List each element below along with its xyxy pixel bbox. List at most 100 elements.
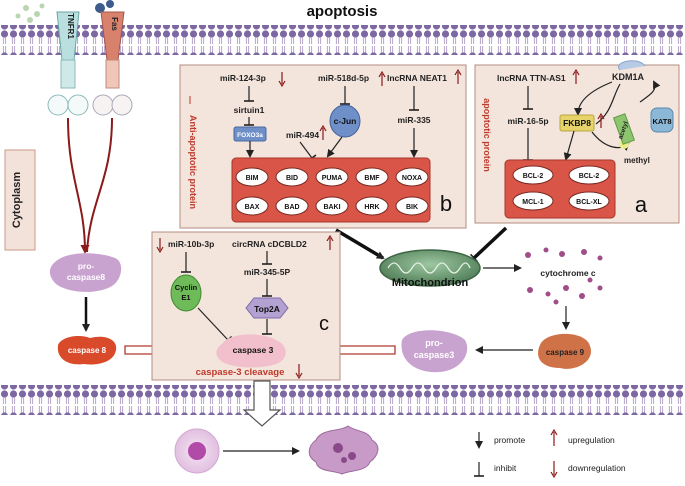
kdm1a-label: KDM1A [612,72,645,82]
cytochrome-dots [525,247,603,305]
mir124-label: miR-124-3p [220,73,266,83]
panel-a-protein-0: BCL-2 [512,165,554,185]
neat1-label: lncRNA NEAT1 [387,73,447,83]
panel-b-proteins-row2: BAX BAD BAKI HRK BIK [235,196,429,216]
fkbp8-label: FKBP8 [563,118,591,128]
panel-b-protein-hrk-label: HRK [364,204,379,211]
panel-b-protein-bax-label: BAX [245,204,260,211]
mir16-label: miR-16-5p [507,116,548,126]
cjun-to-puma-arrow [326,136,343,158]
neat1-up-arrow [454,68,462,84]
cell-membrane-bottom [0,385,685,415]
kdm1a-shape [617,60,646,71]
cyclin-line2: E1 [181,293,190,302]
tnfr1-to-procaspase8-arrow [67,117,90,254]
panel-b-protein-baki: BAKI [315,196,349,216]
circ-up-arrow [326,234,334,250]
cjun-node [329,104,361,138]
mir10b-label: miR-10b-3p [168,239,214,249]
apoptosis-output-arrow [242,380,282,427]
panel-b-protein-bax: BAX [235,196,269,216]
top2a-label: Top2A [254,304,280,314]
cytoplasm-box [4,149,36,251]
fas-receptor: Fas [92,0,133,116]
mir10b-down-arrow [156,238,164,254]
panel-b-letter: b [440,191,452,216]
mir124-down-arrow [278,72,286,88]
legend-inhibit: inhibit [494,463,517,473]
mitochondrion-shape [379,249,481,287]
mir518-label: miR-518d-5p [318,73,369,83]
cytochrome-label: cytochrome c [540,268,596,278]
panel-b-to-mito-arrow [335,228,385,260]
cyclin-e1-node [170,274,202,312]
legend-up: upregulation [568,435,615,445]
caspase3-cleavage-label: caspase-3 cleavage [196,367,285,378]
fkbp8-kdm1a-link [595,83,621,125]
panel-b-protein-noxa-label: NOXA [402,175,422,182]
cyclin-inhibits-caspase3 [197,307,233,345]
caspase3-blob [216,334,286,368]
caspase9-label: caspase 9 [546,348,585,357]
fas-to-procaspase8-arrow [86,117,113,253]
circ-label: circRNA cDCBLD2 [232,239,307,249]
panel-a-inhibits-mito [469,226,508,263]
panel-b-protein-puma-label: PUMA [322,175,343,182]
panel-b-protein-bad: BAD [275,196,309,216]
legend-promote: promote [494,435,525,445]
kdm1a-to-fkbp8-arrow [574,81,613,116]
panel-b-proteins-row1: BIM BID PUMA BMF NOXA [235,167,429,187]
tnfr1-receptor: TNFR1 [47,11,89,116]
mitochondrion-label: Mitochondrion [392,277,469,289]
procaspase3-line2: caspase3 [414,350,455,360]
panel-b-protein-baki-label: BAKI [323,204,340,211]
caspase8-blob [57,336,117,365]
panel-b-protein-bmf: BMF [355,167,389,187]
panel-b-protein-bim: BIM [235,167,269,187]
panel-a-letter: a [635,192,648,217]
ttn-label: lncRNA TTN-AS1 [497,73,566,83]
mir494-inhibits-puma [299,141,317,162]
cjun-label: c-Jun [334,116,357,126]
cytoplasm-label: Cytoplasm [11,172,23,228]
mir345-label: miR-345-5P [244,267,291,277]
cleavage-down-arrow [295,364,303,380]
mir518-up-arrow [378,70,386,86]
ttn-up-arrow [572,68,580,84]
panel-b-side-label: Anti-apoptotic protein [188,115,198,209]
panel-b-protein-bid: BID [275,167,309,187]
kat8-label: KAT8 [652,117,671,126]
fkbp8-box [559,114,595,132]
caspase8-label: caspase 8 [68,346,107,355]
panel-a-protein-1-label: BCL-2 [579,173,600,180]
top2a-box [245,297,289,319]
legend-down: downregulation [568,463,626,473]
foxo3a-label: FOXO3a [237,132,263,139]
tnfr1-label: TNFR1 [66,13,75,39]
apoptotic-cell [308,425,379,475]
ligand-dots [15,3,45,23]
panel-b-protein-bik: BIK [395,196,429,216]
kat8-to-kdm1a-arrow [639,80,661,103]
panel-b-protein-puma: PUMA [315,167,349,187]
panel-a-protein-2-label: MCL-1 [522,199,543,206]
panel-a-protein-1: BCL-2 [568,165,610,185]
legend: promote inhibit upregulation downregulat… [474,428,626,479]
mir335-label: miR-335 [397,115,430,125]
panel-a-protein-2: MCL-1 [512,191,554,211]
panel-b-protein-bmf-label: BMF [364,175,380,182]
kat8-box [650,107,674,133]
mir494-up-arrow [319,124,327,140]
panel-b-protein-noxa: NOXA [395,167,429,187]
cyclin-line1: Cyclin [175,283,198,292]
procaspase8-line2: caspase8 [67,272,106,282]
panel-b-protein-bim-label: BIM [246,175,259,182]
panel-a-side-label: apoptotic protein [482,98,492,172]
procaspase8-blob [49,253,122,292]
caspase9-blob [538,333,592,369]
mir494-label: miR-494 [286,130,319,140]
cell-nucleus [188,442,206,460]
panel-c-letter: c [319,313,329,335]
procaspase8-line1: pro- [78,261,95,271]
